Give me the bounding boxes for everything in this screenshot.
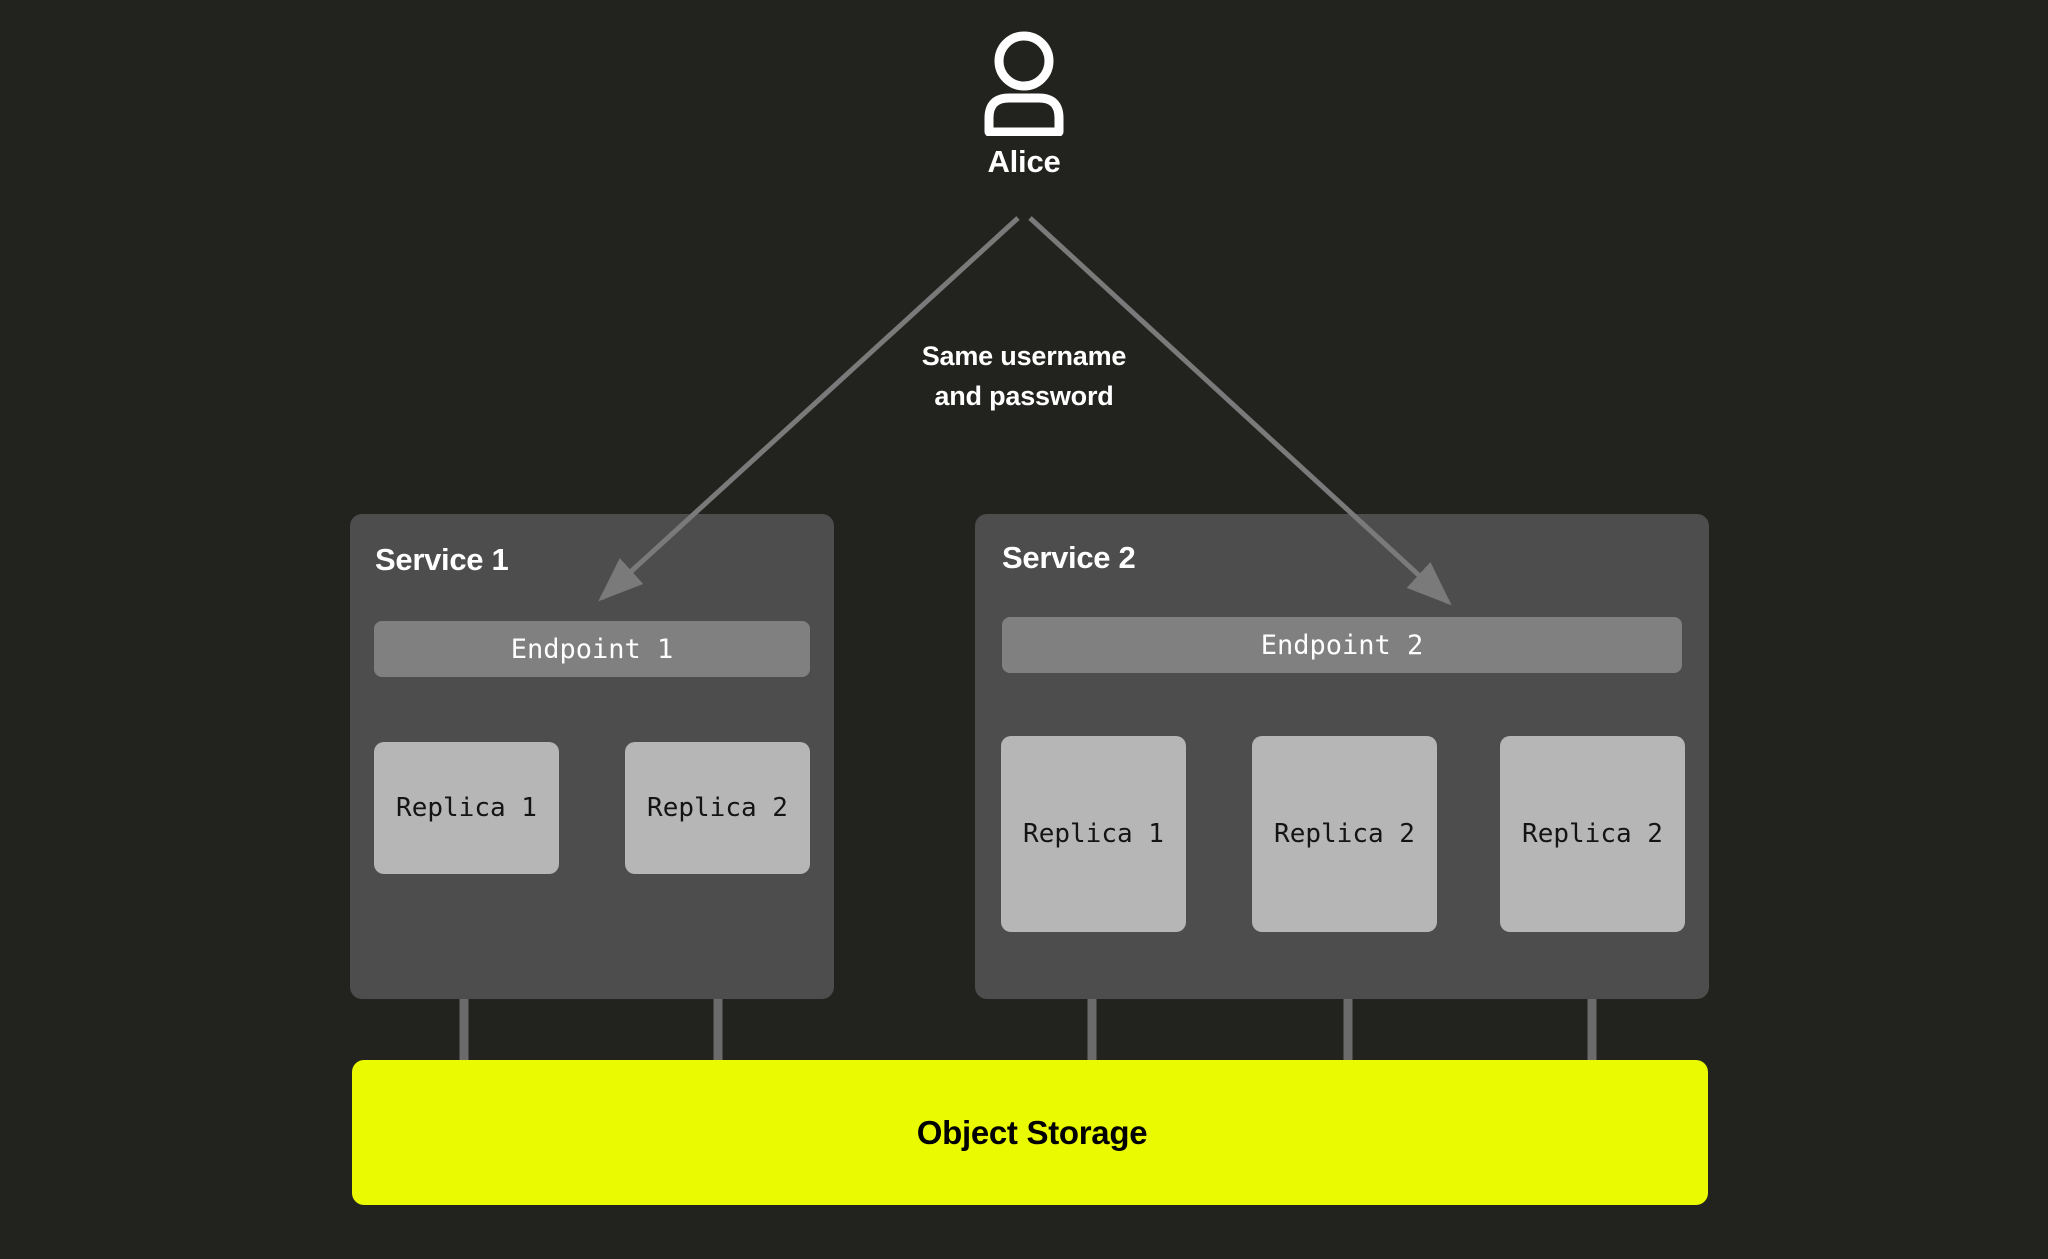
object-storage-label: Object Storage: [916, 1113, 1148, 1151]
annotation-credentials: Same username and password: [774, 336, 1274, 416]
service-1-replica-2[interactable]: Replica 2: [625, 742, 810, 874]
service-2-replica-1[interactable]: Replica 1: [1001, 736, 1186, 932]
object-storage-bar[interactable]: Object Storage: [352, 1060, 1708, 1205]
annotation-line-1: Same username: [921, 341, 1127, 371]
service-panel-2: Service 2 Endpoint 2 Replica 1 Replica 2…: [975, 514, 1709, 999]
endpoint-1[interactable]: Endpoint 1: [374, 621, 810, 677]
actor-label: Alice: [987, 144, 1061, 179]
service-2-title: Service 2: [1002, 540, 1136, 575]
user-icon: [984, 31, 1064, 136]
service-1-title: Service 1: [375, 542, 509, 577]
annotation-line-2: and password: [934, 381, 1114, 411]
endpoint-2[interactable]: Endpoint 2: [1002, 617, 1682, 673]
service-2-replica-2[interactable]: Replica 2: [1252, 736, 1437, 932]
service-1-replica-1[interactable]: Replica 1: [374, 742, 559, 874]
service-panel-1: Service 1 Endpoint 1 Replica 1 Replica 2: [350, 514, 834, 999]
service-2-replica-3[interactable]: Replica 2: [1500, 736, 1685, 932]
actor-alice: Alice: [0, 28, 2048, 180]
